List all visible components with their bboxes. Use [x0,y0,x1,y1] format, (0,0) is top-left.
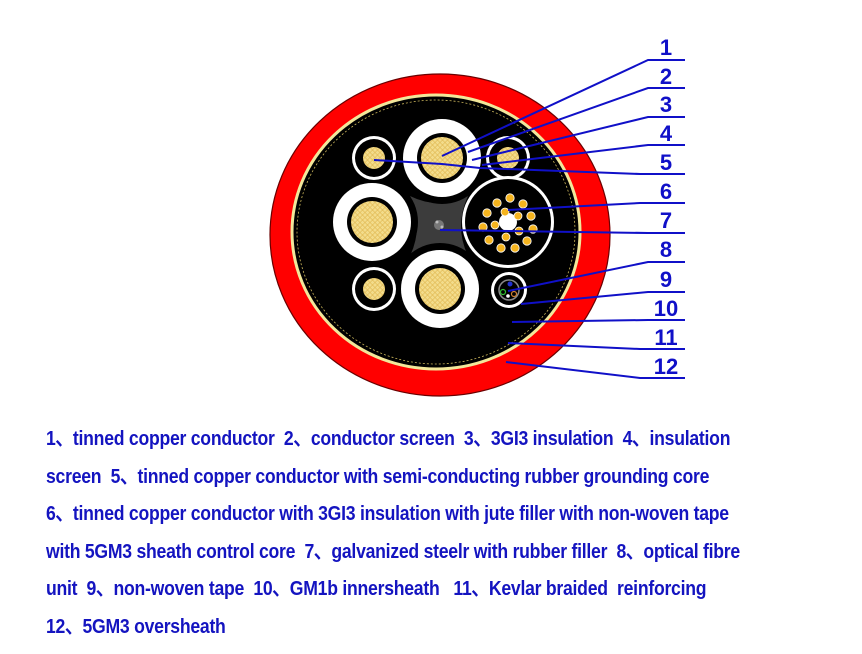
grounding-core-top-left [352,136,396,180]
leader-lines [373,59,685,379]
callout-number-6: 6 [660,179,672,204]
legend-line-5: unit 9、non-woven tape 10、GM1b innersheat… [46,570,854,608]
leader-line-2 [467,87,685,153]
control-core [462,176,554,268]
leader-line-5 [373,159,685,175]
legend-line-1: 1、tinned copper conductor 2、conductor sc… [46,420,854,458]
legend-line-6: 12、5GM3 oversheath [46,608,854,646]
legend-text: 6、tinned copper conductor with 3GI3 insu… [46,502,729,526]
grounding-core-bottom-left [352,267,396,311]
leader-line-3 [471,116,685,161]
leader-line-12 [505,361,685,379]
legend-line-2: screen 5、tinned copper conductor with se… [46,458,854,496]
leader-line-10 [511,319,685,323]
legend-text: screen 5、tinned copper conductor with se… [46,464,710,488]
leader-line-7 [439,229,685,234]
callout-number-4: 4 [660,121,673,146]
leader-line-11 [507,342,685,350]
callout-number-8: 8 [660,237,672,262]
callout-number-12: 12 [654,354,678,379]
leader-line-6 [507,202,685,211]
legend-text: 1、tinned copper conductor 2、conductor sc… [46,427,731,450]
callout-number-11: 11 [654,325,677,350]
leader-line-1 [441,59,685,157]
power-core-left [326,176,418,268]
callout-number-7: 7 [660,208,672,233]
leader-line-8 [507,261,685,292]
legend-line-4: with 5GM3 sheath control core 7、galvaniz… [46,533,854,571]
component-legend: 1、tinned copper conductor 2、conductor sc… [46,420,854,646]
legend-text: 12、5GM3 oversheath [46,614,226,638]
leader-line-4 [481,144,685,166]
callout-number-5: 5 [660,150,672,175]
legend-text: unit 9、non-woven tape 10、GM1b innersheat… [46,577,707,601]
callout-number-10: 10 [654,296,678,321]
callout-number-1: 1 [660,35,672,60]
callout-numbers: 1 2 3 4 5 6 7 8 9 10 11 12 [654,35,678,379]
cable-cross-section-diagram: 1 2 3 4 5 6 7 8 9 10 11 12 [269,35,685,397]
power-core-top [396,112,488,204]
callout-number-2: 2 [660,64,672,89]
callout-number-3: 3 [660,92,672,117]
leader-line-9 [520,291,685,305]
callout-number-9: 9 [660,267,672,292]
power-core-bottom [394,243,486,335]
legend-text: with 5GM3 sheath control core 7、galvaniz… [46,539,740,563]
central-filler [410,196,468,256]
legend-line-3: 6、tinned copper conductor with 3GI3 insu… [46,495,854,533]
